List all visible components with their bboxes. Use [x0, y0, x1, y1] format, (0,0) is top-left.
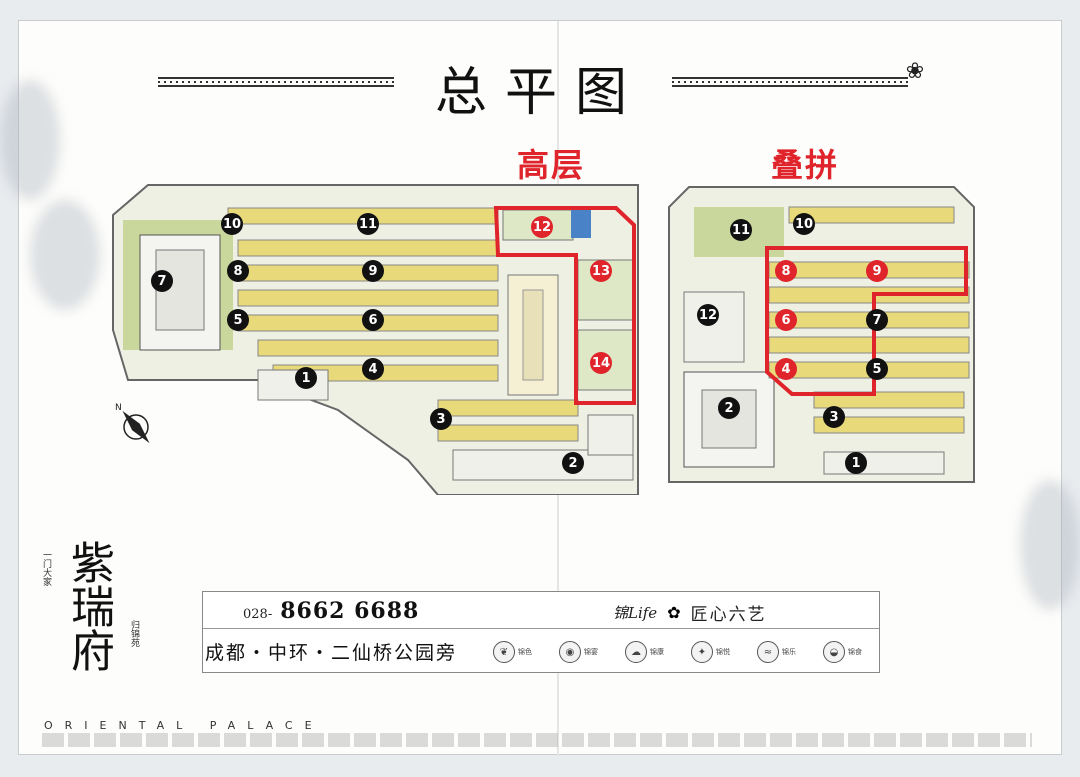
- marker-left-6: 6: [362, 309, 384, 331]
- central-building: [522, 289, 544, 381]
- seal-icon: ◉: [559, 641, 581, 663]
- building-1-right: [823, 451, 945, 475]
- craft-line: 锦Life ✿ 匠心六艺: [613, 600, 767, 625]
- marker-left-9: 9: [362, 260, 384, 282]
- site-plan-right: [668, 186, 975, 483]
- marker-left-8: 8: [227, 260, 249, 282]
- residential-rows-left: [227, 207, 579, 442]
- site-plan-left: [112, 184, 639, 495]
- ink-wash-right: [1020, 480, 1080, 610]
- phone-number[interactable]: 8662 6688: [280, 598, 420, 624]
- building-2-annex: [587, 414, 634, 456]
- title-rule-right: [672, 77, 908, 87]
- marker-left-3: 3: [430, 408, 452, 430]
- ink-wash-left: [0, 80, 60, 200]
- marker-left-5: 5: [227, 309, 249, 331]
- leaf-icon: ❦: [493, 641, 515, 663]
- marker-right-1: 1: [845, 452, 867, 474]
- marker-left-12: 12: [531, 216, 553, 238]
- craft-slogan: 匠心六艺: [690, 605, 767, 625]
- marker-right-6: 6: [775, 309, 797, 331]
- compass-icon: N: [115, 403, 150, 444]
- badge-bowl: ◒锦食: [823, 636, 877, 668]
- brand-english: ORIENTAL PALACE: [44, 719, 324, 732]
- building-1: [257, 369, 329, 401]
- flower-logo-icon: ❀: [905, 59, 925, 84]
- badge-cloud: ☁锦康: [625, 636, 679, 668]
- wave-icon: ≈: [757, 641, 779, 663]
- marker-left-4: 4: [362, 358, 384, 380]
- cloud-icon: ☁: [625, 641, 647, 663]
- brand-name: 紫瑞府: [63, 540, 114, 672]
- badge-bird: ✦锦悦: [691, 636, 745, 668]
- craft-logo: 锦Life: [613, 604, 658, 622]
- stacked-highlight: [765, 246, 968, 396]
- marker-right-3: 3: [823, 406, 845, 428]
- badge-leaf: ❦锦色: [493, 636, 547, 668]
- phone-prefix: 028-: [243, 607, 273, 622]
- marker-right-2: 2: [718, 397, 740, 419]
- label-stacked: 叠拼: [771, 146, 840, 184]
- bowl-icon: ◒: [823, 641, 845, 663]
- bird-icon: ✦: [691, 641, 713, 663]
- location-text: 成都・中环・二仙桥公园旁: [205, 642, 458, 664]
- brand-block: 一门大家 紫瑞府 归锦苑: [41, 540, 139, 730]
- panel-divider: [203, 628, 879, 629]
- contact-panel: 028-8662 6688 锦Life ✿ 匠心六艺 成都・中环・二仙桥公园旁 …: [202, 591, 880, 673]
- label-high-rise: 高层: [517, 146, 586, 184]
- marker-right-4: 4: [775, 358, 797, 380]
- high-rise-highlight: [493, 206, 636, 405]
- marker-left-14: 14: [590, 352, 612, 374]
- pool: [571, 210, 591, 238]
- brand-tagline-right: 归锦苑: [129, 620, 139, 647]
- marker-left-10: 10: [221, 213, 243, 235]
- badge-row: ❦锦色 ◉锦宴 ☁锦康 ✦锦悦 ≈锦乐 ◒锦食: [493, 636, 877, 668]
- marker-left-2: 2: [562, 452, 584, 474]
- badge-seal: ◉锦宴: [559, 636, 613, 668]
- marker-right-10: 10: [793, 213, 815, 235]
- building-2: [452, 449, 634, 481]
- marker-right-12: 12: [697, 304, 719, 326]
- building-12: [683, 291, 745, 363]
- marker-left-7: 7: [151, 270, 173, 292]
- brand-tagline-left: 一门大家: [41, 550, 51, 586]
- page-title: 总平图: [434, 63, 645, 123]
- svg-text:N: N: [115, 403, 122, 413]
- title-rule-left: [158, 77, 394, 87]
- marker-left-13: 13: [590, 260, 612, 282]
- disclaimer-text: [42, 733, 1032, 747]
- marker-left-11: 11: [357, 213, 379, 235]
- flower-icon: ✿: [667, 603, 681, 622]
- ink-wash-left-2: [30, 200, 100, 310]
- marker-left-1: 1: [295, 367, 317, 389]
- marker-right-11: 11: [730, 219, 752, 241]
- marker-right-8: 8: [775, 260, 797, 282]
- phone-line: 028- 8662 6688: [243, 598, 419, 624]
- marker-right-9: 9: [866, 260, 888, 282]
- marker-right-5: 5: [866, 358, 888, 380]
- badge-wave: ≈锦乐: [757, 636, 811, 668]
- marker-right-7: 7: [866, 309, 888, 331]
